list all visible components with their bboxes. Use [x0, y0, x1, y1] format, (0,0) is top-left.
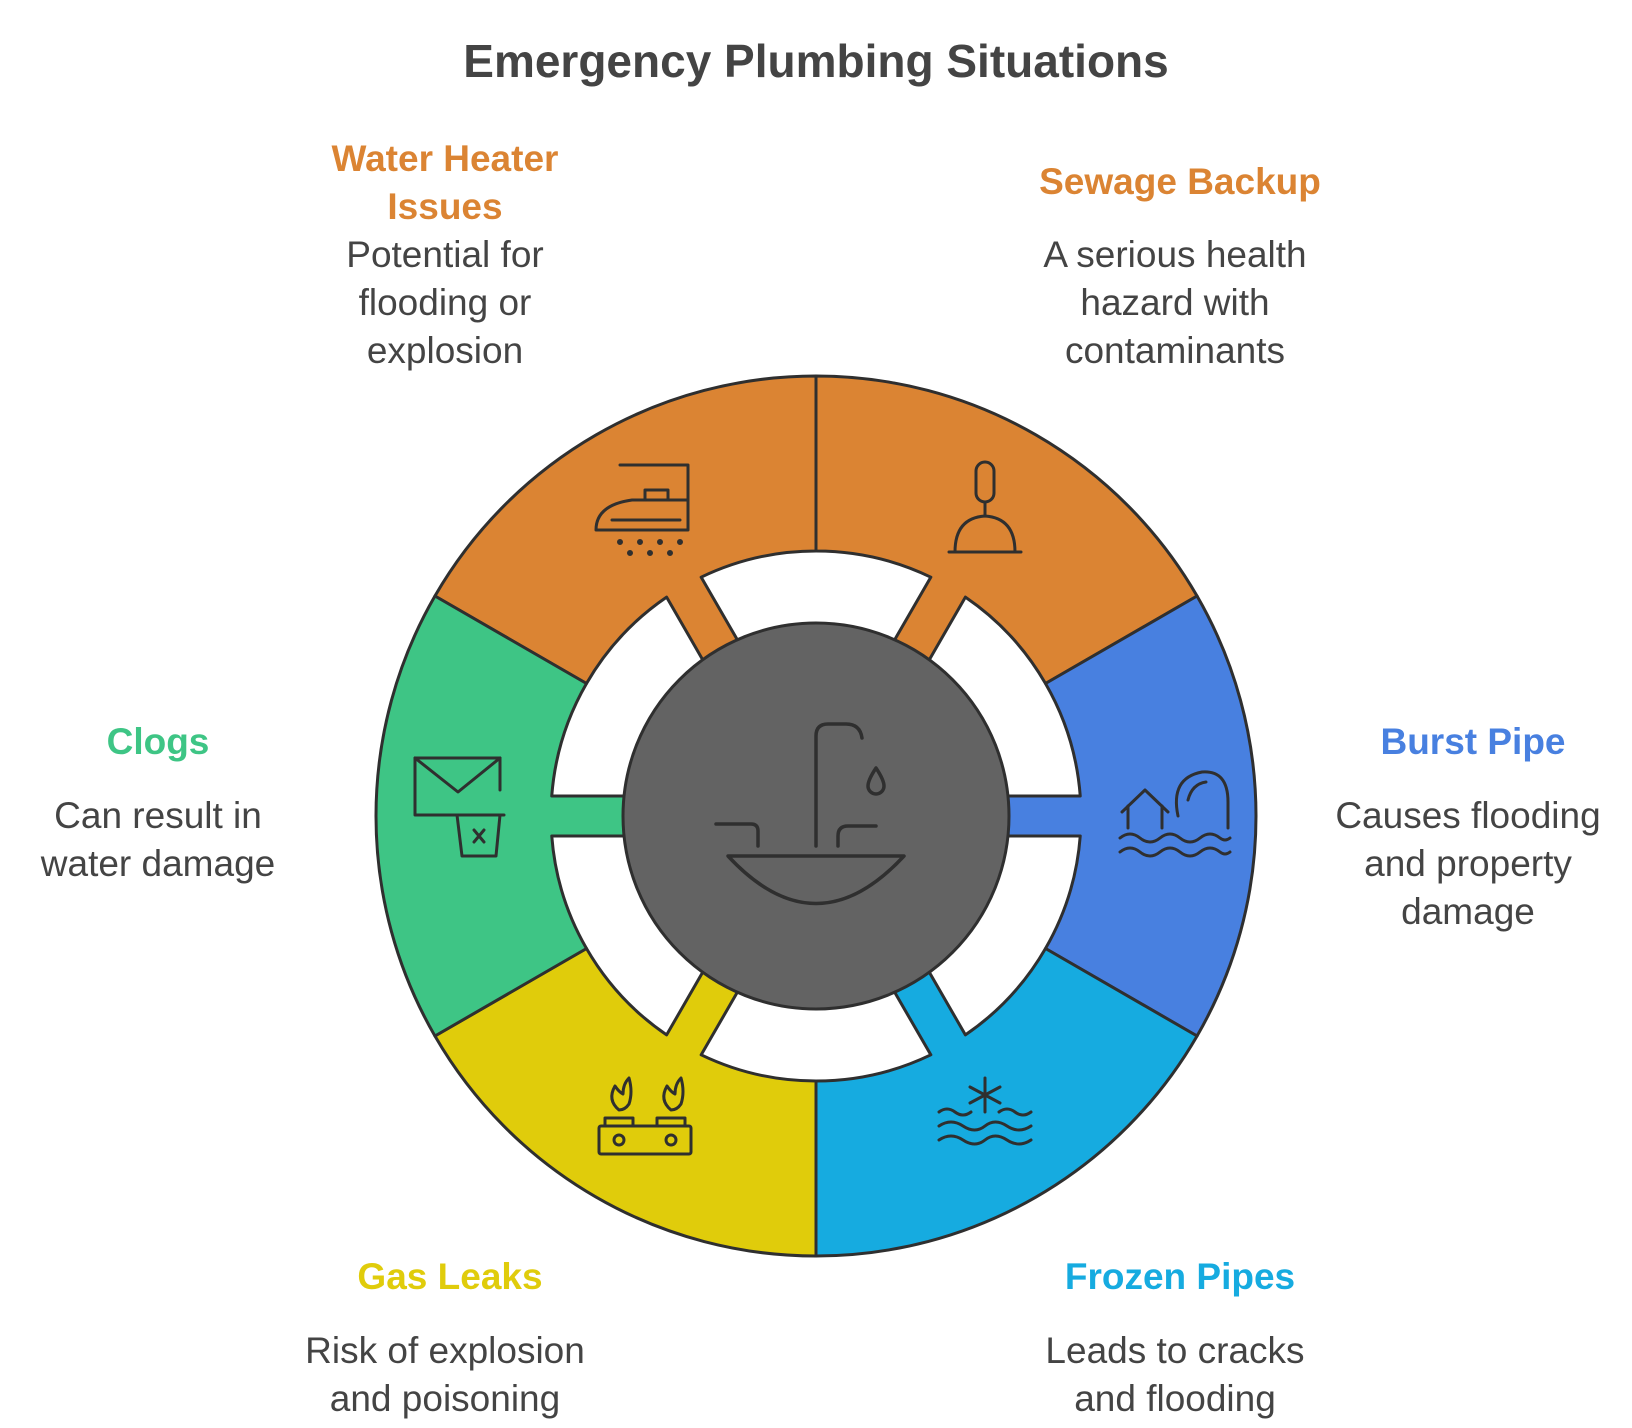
- segment-description: Can result in: [54, 795, 262, 836]
- steam-iron-icon: [594, 463, 690, 556]
- segment-description: damage: [1401, 891, 1535, 932]
- label-burst-pipe: Burst Pipe Causes flooding and property …: [1335, 721, 1600, 932]
- segment-description: and poisoning: [330, 1378, 560, 1419]
- segment-title: Water Heater: [332, 138, 559, 179]
- segment-description: hazard with: [1080, 282, 1269, 323]
- segment-description: Risk of explosion: [305, 1330, 585, 1371]
- flood-house-icon: [1118, 770, 1232, 858]
- plunger-icon: [947, 460, 1023, 554]
- segment-description: and flooding: [1074, 1378, 1276, 1419]
- segment-description: contaminants: [1065, 330, 1285, 371]
- segment-description: Leads to cracks: [1045, 1330, 1304, 1371]
- gas-stove-icon: [597, 1076, 693, 1156]
- label-frozen-pipes: Frozen Pipes Leads to cracks and floodin…: [1045, 1256, 1304, 1419]
- segment-description: Causes flooding: [1335, 795, 1600, 836]
- label-gas-leaks: Gas Leaks Risk of explosion and poisonin…: [305, 1256, 585, 1419]
- segment-title: Burst Pipe: [1380, 721, 1565, 762]
- mail-trash-icon: [413, 756, 506, 858]
- segment-description: explosion: [367, 330, 523, 371]
- page-title: Emergency Plumbing Situations: [463, 35, 1168, 87]
- label-sewage-backup: Sewage Backup A serious health hazard wi…: [1039, 161, 1321, 371]
- snowflake-water-icon: [937, 1076, 1033, 1146]
- segment-title: Gas Leaks: [357, 1256, 542, 1297]
- segment-title: Issues: [387, 186, 502, 227]
- segment-title: Sewage Backup: [1039, 161, 1321, 202]
- segment-description: Potential for: [346, 234, 543, 275]
- segment-description: A serious health: [1043, 234, 1306, 275]
- segment-title: Frozen Pipes: [1065, 1256, 1295, 1297]
- segment-description: and property: [1364, 843, 1572, 884]
- segment-title: Clogs: [107, 721, 210, 762]
- segment-description: flooding or: [359, 282, 532, 323]
- label-clogs: Clogs Can result in water damage: [40, 721, 275, 884]
- label-water-heater: Water Heater Issues Potential for floodi…: [332, 138, 559, 371]
- segment-description: water damage: [40, 843, 275, 884]
- faucet-sink-icon: [714, 722, 906, 906]
